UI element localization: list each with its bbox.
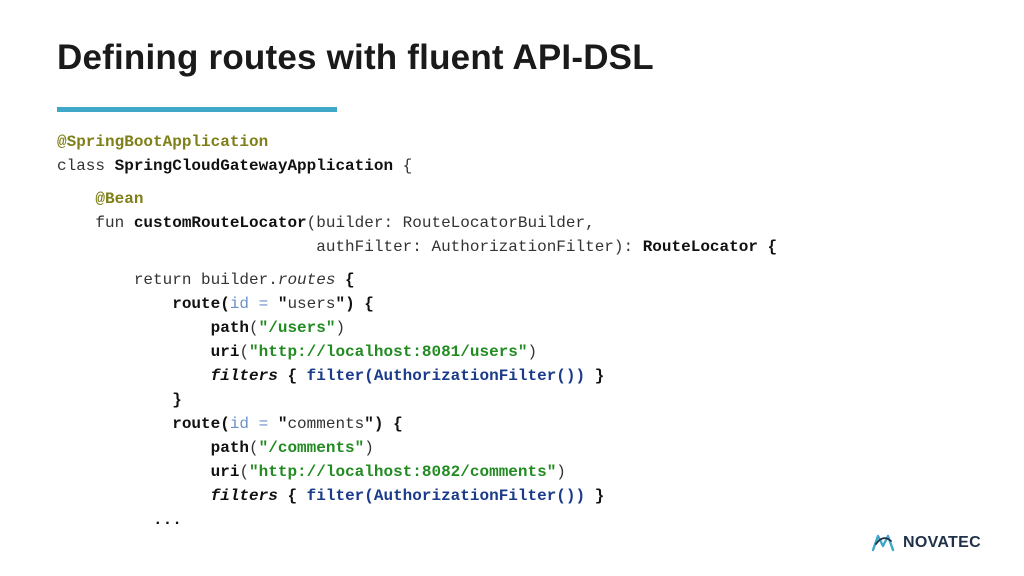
brand-name: NOVATEC (903, 534, 981, 551)
brace: } (585, 367, 605, 385)
novatec-logo-icon (871, 534, 895, 552)
route-call: route( (172, 295, 230, 313)
paren: ( (239, 463, 250, 481)
quote: " (277, 295, 288, 313)
code-line: @SpringBootApplication (57, 130, 777, 154)
line-gap (57, 178, 777, 187)
brace: { (393, 157, 413, 175)
code-line: path("/comments") (57, 436, 777, 460)
quote: " (335, 295, 346, 313)
code-line: path("/users") (57, 316, 777, 340)
paren: ) (527, 343, 538, 361)
code-block: @SpringBootApplication class SpringCloud… (57, 130, 777, 532)
brace: } (585, 487, 605, 505)
code-line: uri("http://localhost:8081/users") (57, 340, 777, 364)
paren: ) (364, 439, 374, 457)
uri-value: "http://localhost:8082/comments" (249, 463, 557, 481)
code-line: } (57, 388, 777, 412)
slide-title: Defining routes with fluent API-DSL (57, 38, 654, 77)
paren: ) (335, 319, 346, 337)
filters-call: filters (210, 367, 278, 385)
parameters: (builder: RouteLocatorBuilder, (306, 214, 595, 232)
class-name: SpringCloudGatewayApplication (114, 157, 394, 175)
path-value: "/users" (258, 319, 336, 337)
keyword: fun (95, 214, 134, 232)
parameters: authFilter: AuthorizationFilter): (316, 238, 643, 256)
paren: ( (249, 439, 259, 457)
route-id: comments (287, 415, 365, 433)
uri-value: "http://localhost:8081/users" (249, 343, 528, 361)
quote: " (277, 415, 288, 433)
routes-call: routes (277, 271, 336, 289)
route-call: route( (172, 415, 230, 433)
brace: } (172, 391, 182, 409)
quote: " (364, 415, 374, 433)
code-line: route(id = "users") { (57, 292, 777, 316)
code-line: return builder.routes { (57, 268, 777, 292)
param-name: id = (229, 295, 278, 313)
line-gap (57, 259, 777, 268)
code-line: fun customRouteLocator(builder: RouteLoc… (57, 211, 777, 235)
path-value: "/comments" (258, 439, 365, 457)
ellipsis: ... (153, 511, 182, 529)
function-name: customRouteLocator (133, 214, 307, 232)
code-line: @Bean (57, 187, 777, 211)
return-type: RouteLocator { (642, 238, 778, 256)
code-line: filters { filter(AuthorizationFilter()) … (57, 364, 777, 388)
code-line: authFilter: AuthorizationFilter): RouteL… (57, 235, 777, 259)
uri-call: uri (210, 463, 240, 481)
code-line: uri("http://localhost:8082/comments") (57, 460, 777, 484)
brace: { (277, 367, 307, 385)
code-line: class SpringCloudGatewayApplication { (57, 154, 777, 178)
path-call: path (210, 439, 250, 457)
code-line: ... (57, 508, 777, 532)
filter-call: filter(AuthorizationFilter()) (306, 367, 586, 385)
code-line: filters { filter(AuthorizationFilter()) … (57, 484, 777, 508)
novatec-logo: NOVATEC (871, 532, 981, 554)
paren: ) (556, 463, 566, 481)
paren: ( (239, 343, 250, 361)
keyword: class (57, 157, 115, 175)
brace: { (335, 271, 355, 289)
route-open: ) { (373, 415, 403, 433)
route-id: users (287, 295, 336, 313)
route-open: ) { (345, 295, 374, 313)
paren: ( (249, 319, 259, 337)
return-statement: return builder. (133, 271, 278, 289)
code-line: route(id = "comments") { (57, 412, 777, 436)
path-call: path (210, 319, 250, 337)
annotation: @SpringBootApplication (57, 133, 269, 151)
title-accent-rule (57, 107, 337, 112)
filter-call: filter(AuthorizationFilter()) (306, 487, 586, 505)
uri-call: uri (210, 343, 240, 361)
annotation: @Bean (95, 190, 144, 208)
brace: { (277, 487, 307, 505)
param-name: id = (229, 415, 278, 433)
filters-call: filters (210, 487, 278, 505)
